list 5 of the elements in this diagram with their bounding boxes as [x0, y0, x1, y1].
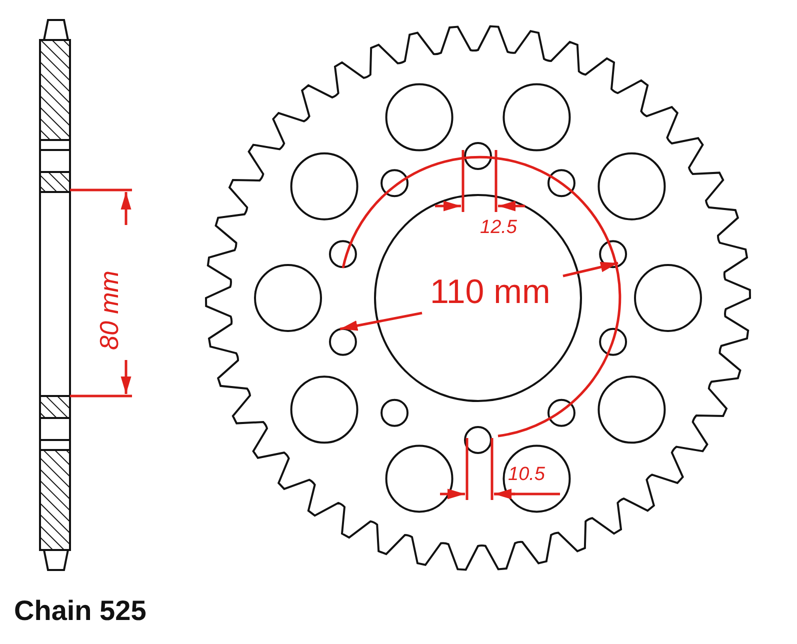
dimension-label: 10.5 [508, 465, 545, 484]
chain-size-label: Chain 525 [14, 597, 146, 625]
dimension-label: 80 mm [96, 270, 122, 350]
dimension-label: 12.5 [480, 218, 517, 237]
dimension-label: 110 mm [430, 275, 550, 309]
